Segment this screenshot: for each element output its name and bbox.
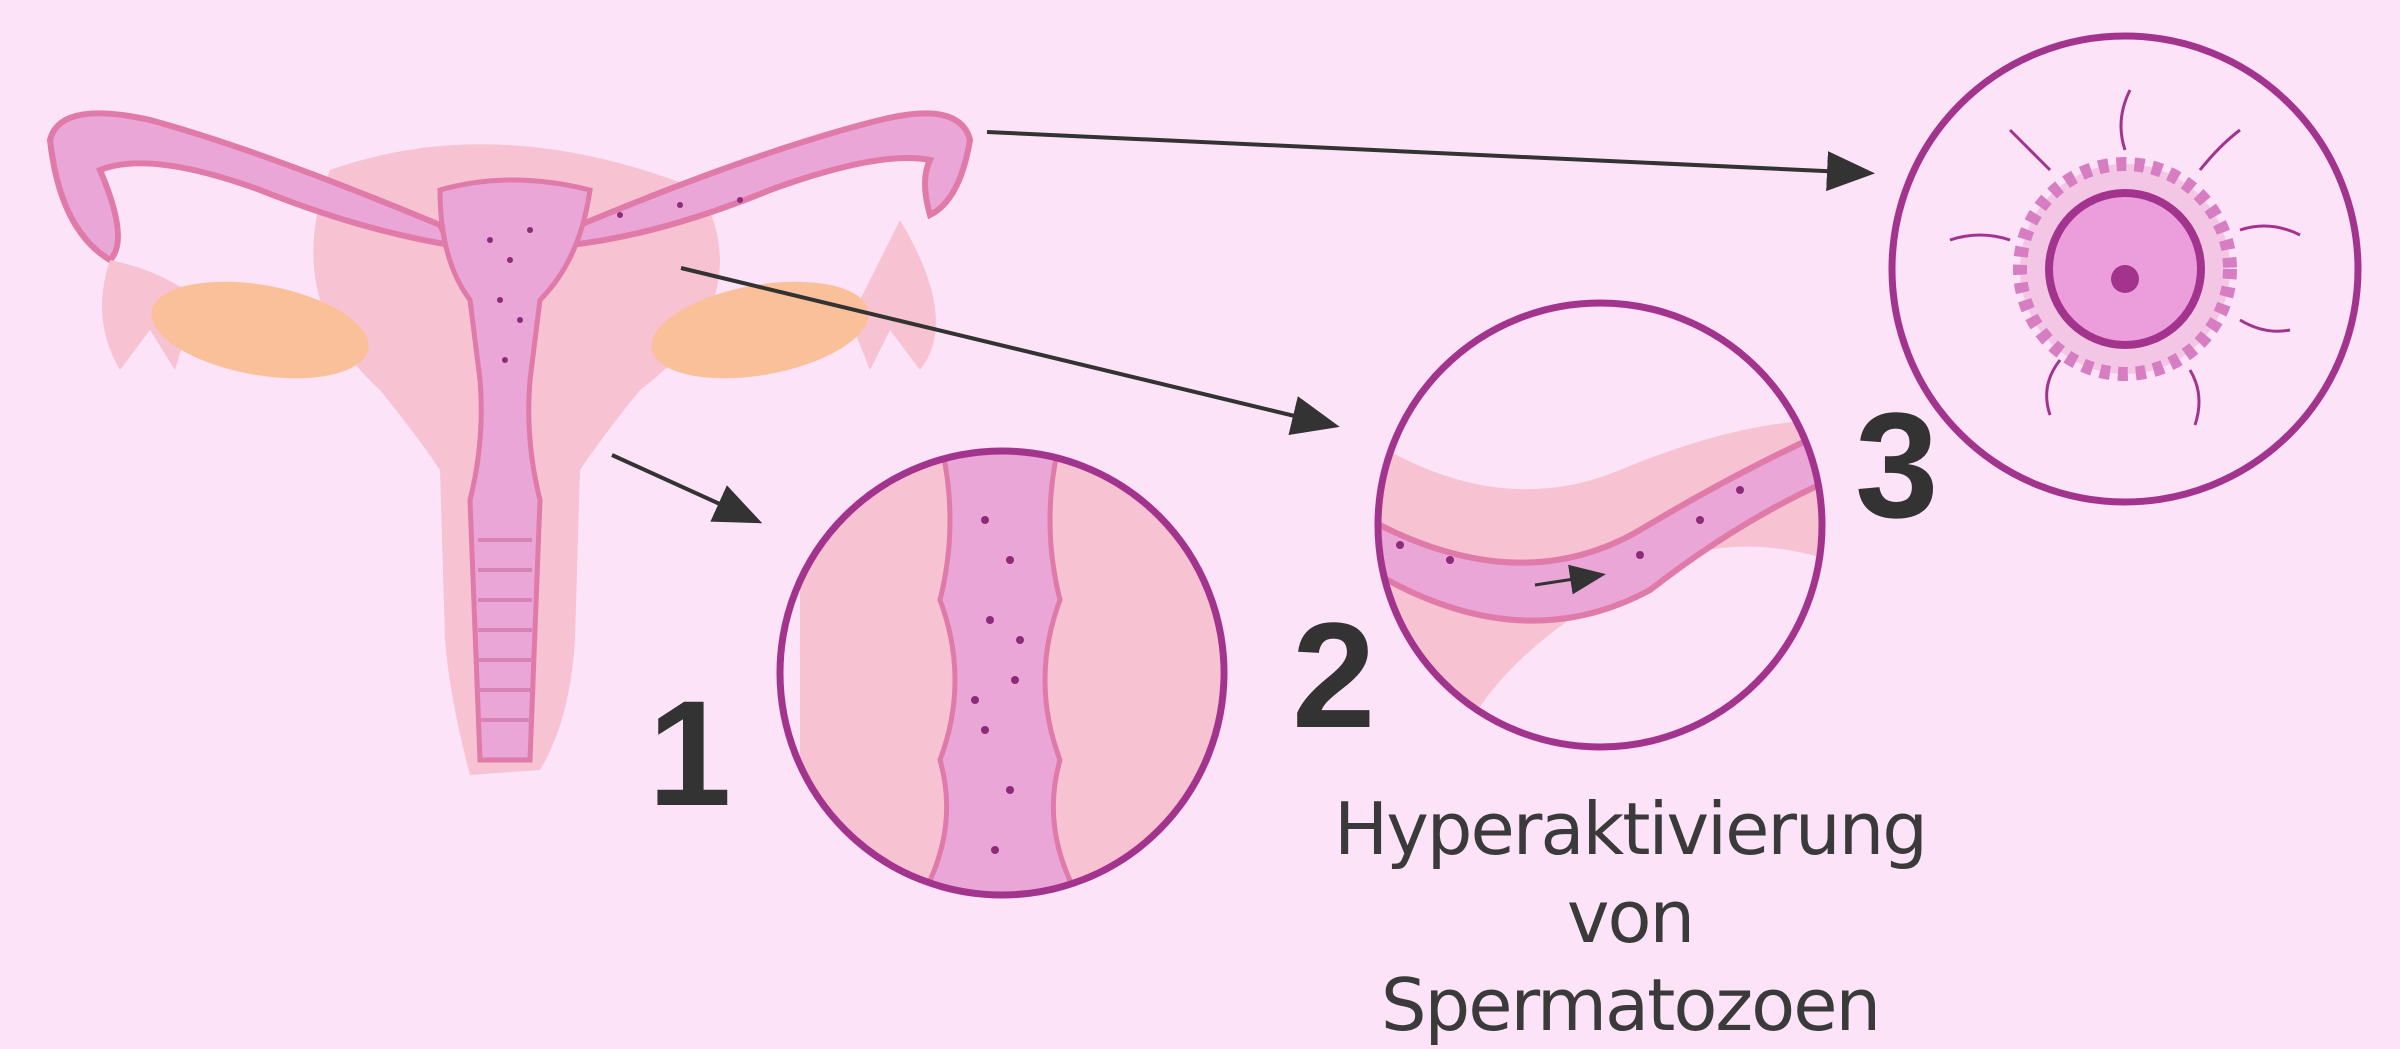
step-number-3: 3 <box>1855 381 1939 549</box>
step-number-2: 2 <box>1292 591 1376 759</box>
sperm-dots <box>487 197 743 363</box>
caption-line-1: Hyperaktivierung <box>1334 787 1928 871</box>
cervix-detail-circle <box>776 447 1228 899</box>
left-fallopian-tube <box>46 110 456 264</box>
left-ovary <box>151 281 369 379</box>
vaginal-canal-ridges <box>478 538 532 722</box>
right-ovary <box>651 281 869 379</box>
arrow-to-step-2 <box>680 266 1340 436</box>
right-fimbriae <box>850 220 936 370</box>
fallopian-tube-detail-circle <box>1374 299 1826 751</box>
right-fallopian-tube <box>564 110 974 249</box>
uterus-illustration <box>46 110 974 775</box>
caption-line-2: von Spermatozoen <box>1380 875 1881 1047</box>
arrow-to-step-3 <box>986 130 1875 192</box>
arrow-to-step-1 <box>611 453 763 524</box>
caption: Hyperaktivierung von Spermatozoen <box>1320 785 1940 1049</box>
diagram-illustration <box>46 32 2362 899</box>
uterine-cavity <box>437 177 593 763</box>
step-number-1: 1 <box>648 669 732 837</box>
oocyte-detail-circle <box>1888 32 2362 506</box>
